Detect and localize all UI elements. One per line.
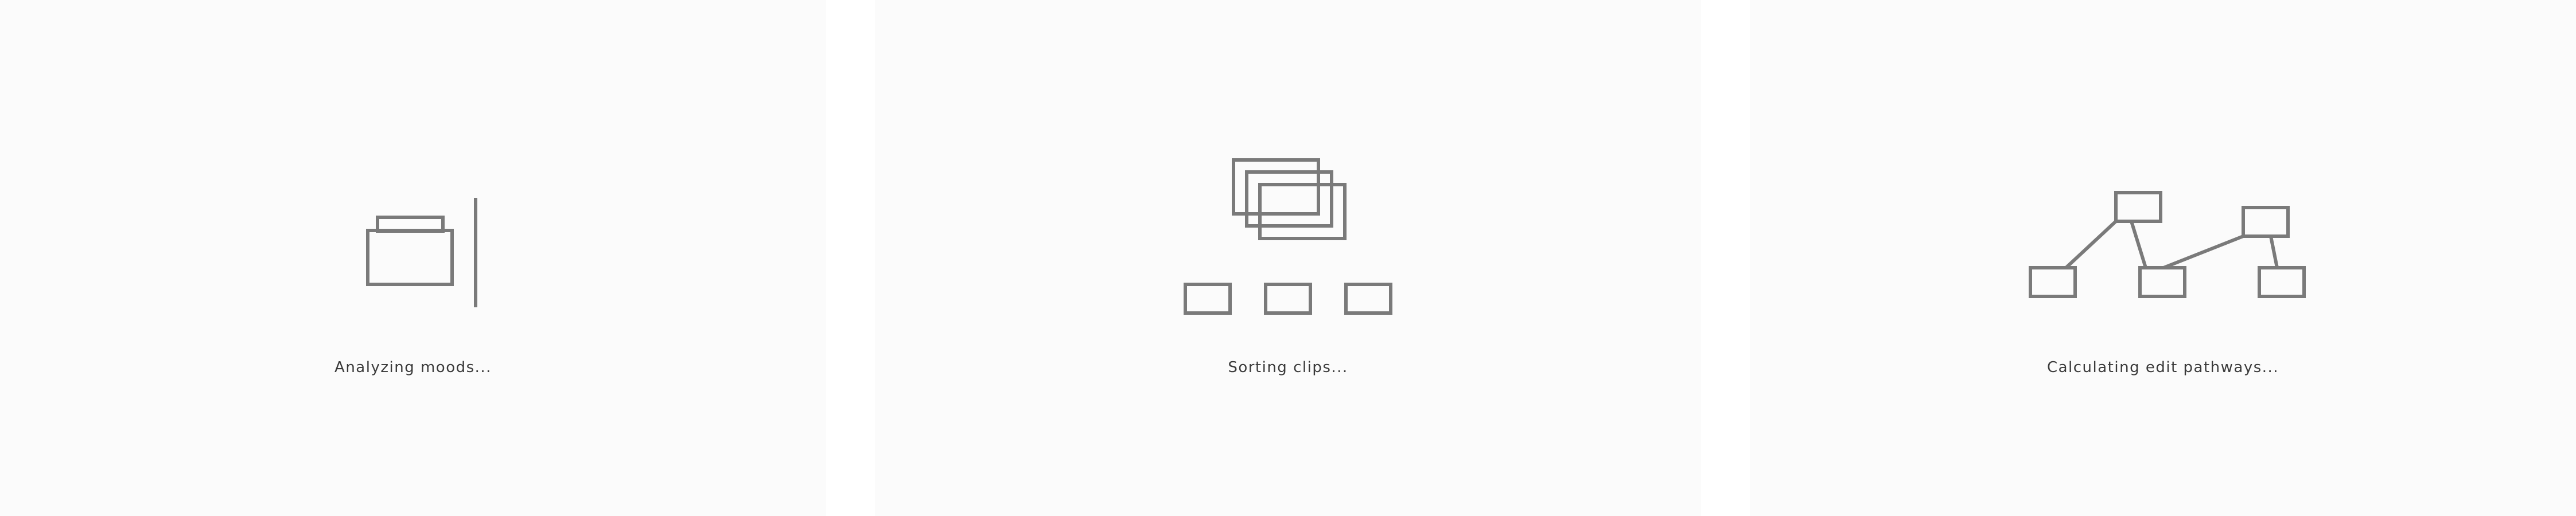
stacked-clip-front bbox=[1258, 183, 1347, 240]
clip-sorting-icon bbox=[1184, 158, 1392, 315]
clip-frame-shape bbox=[366, 229, 454, 286]
graph-edge bbox=[2130, 221, 2147, 268]
loading-panel-calculating-pathways: Calculating edit pathways... bbox=[1750, 0, 2576, 516]
edit-pathway-graph-icon bbox=[2029, 191, 2306, 298]
graph-edge bbox=[2064, 220, 2118, 269]
graph-node bbox=[2242, 206, 2290, 238]
graph-edge bbox=[2269, 236, 2279, 268]
mood-analysis-icon bbox=[366, 198, 477, 307]
loading-caption: Sorting clips... bbox=[1228, 359, 1348, 376]
loading-caption: Calculating edit pathways... bbox=[2046, 359, 2279, 376]
stacked-clip-middle bbox=[1245, 170, 1333, 228]
sorted-clip-3 bbox=[1344, 283, 1392, 315]
stacked-clip-back bbox=[1232, 158, 1320, 216]
sorted-clip-1 bbox=[1184, 283, 1232, 315]
graph-node bbox=[2138, 266, 2186, 298]
graph-node bbox=[2029, 266, 2077, 298]
sorted-clip-2 bbox=[1264, 283, 1312, 315]
loading-caption: Analyzing moods... bbox=[334, 359, 492, 376]
graph-edge bbox=[2162, 234, 2244, 269]
loading-panel-analyzing-moods: Analyzing moods... bbox=[0, 0, 826, 516]
loading-panel-sorting-clips: Sorting clips... bbox=[875, 0, 1701, 516]
graph-node bbox=[2258, 266, 2306, 298]
graph-node bbox=[2114, 191, 2162, 223]
